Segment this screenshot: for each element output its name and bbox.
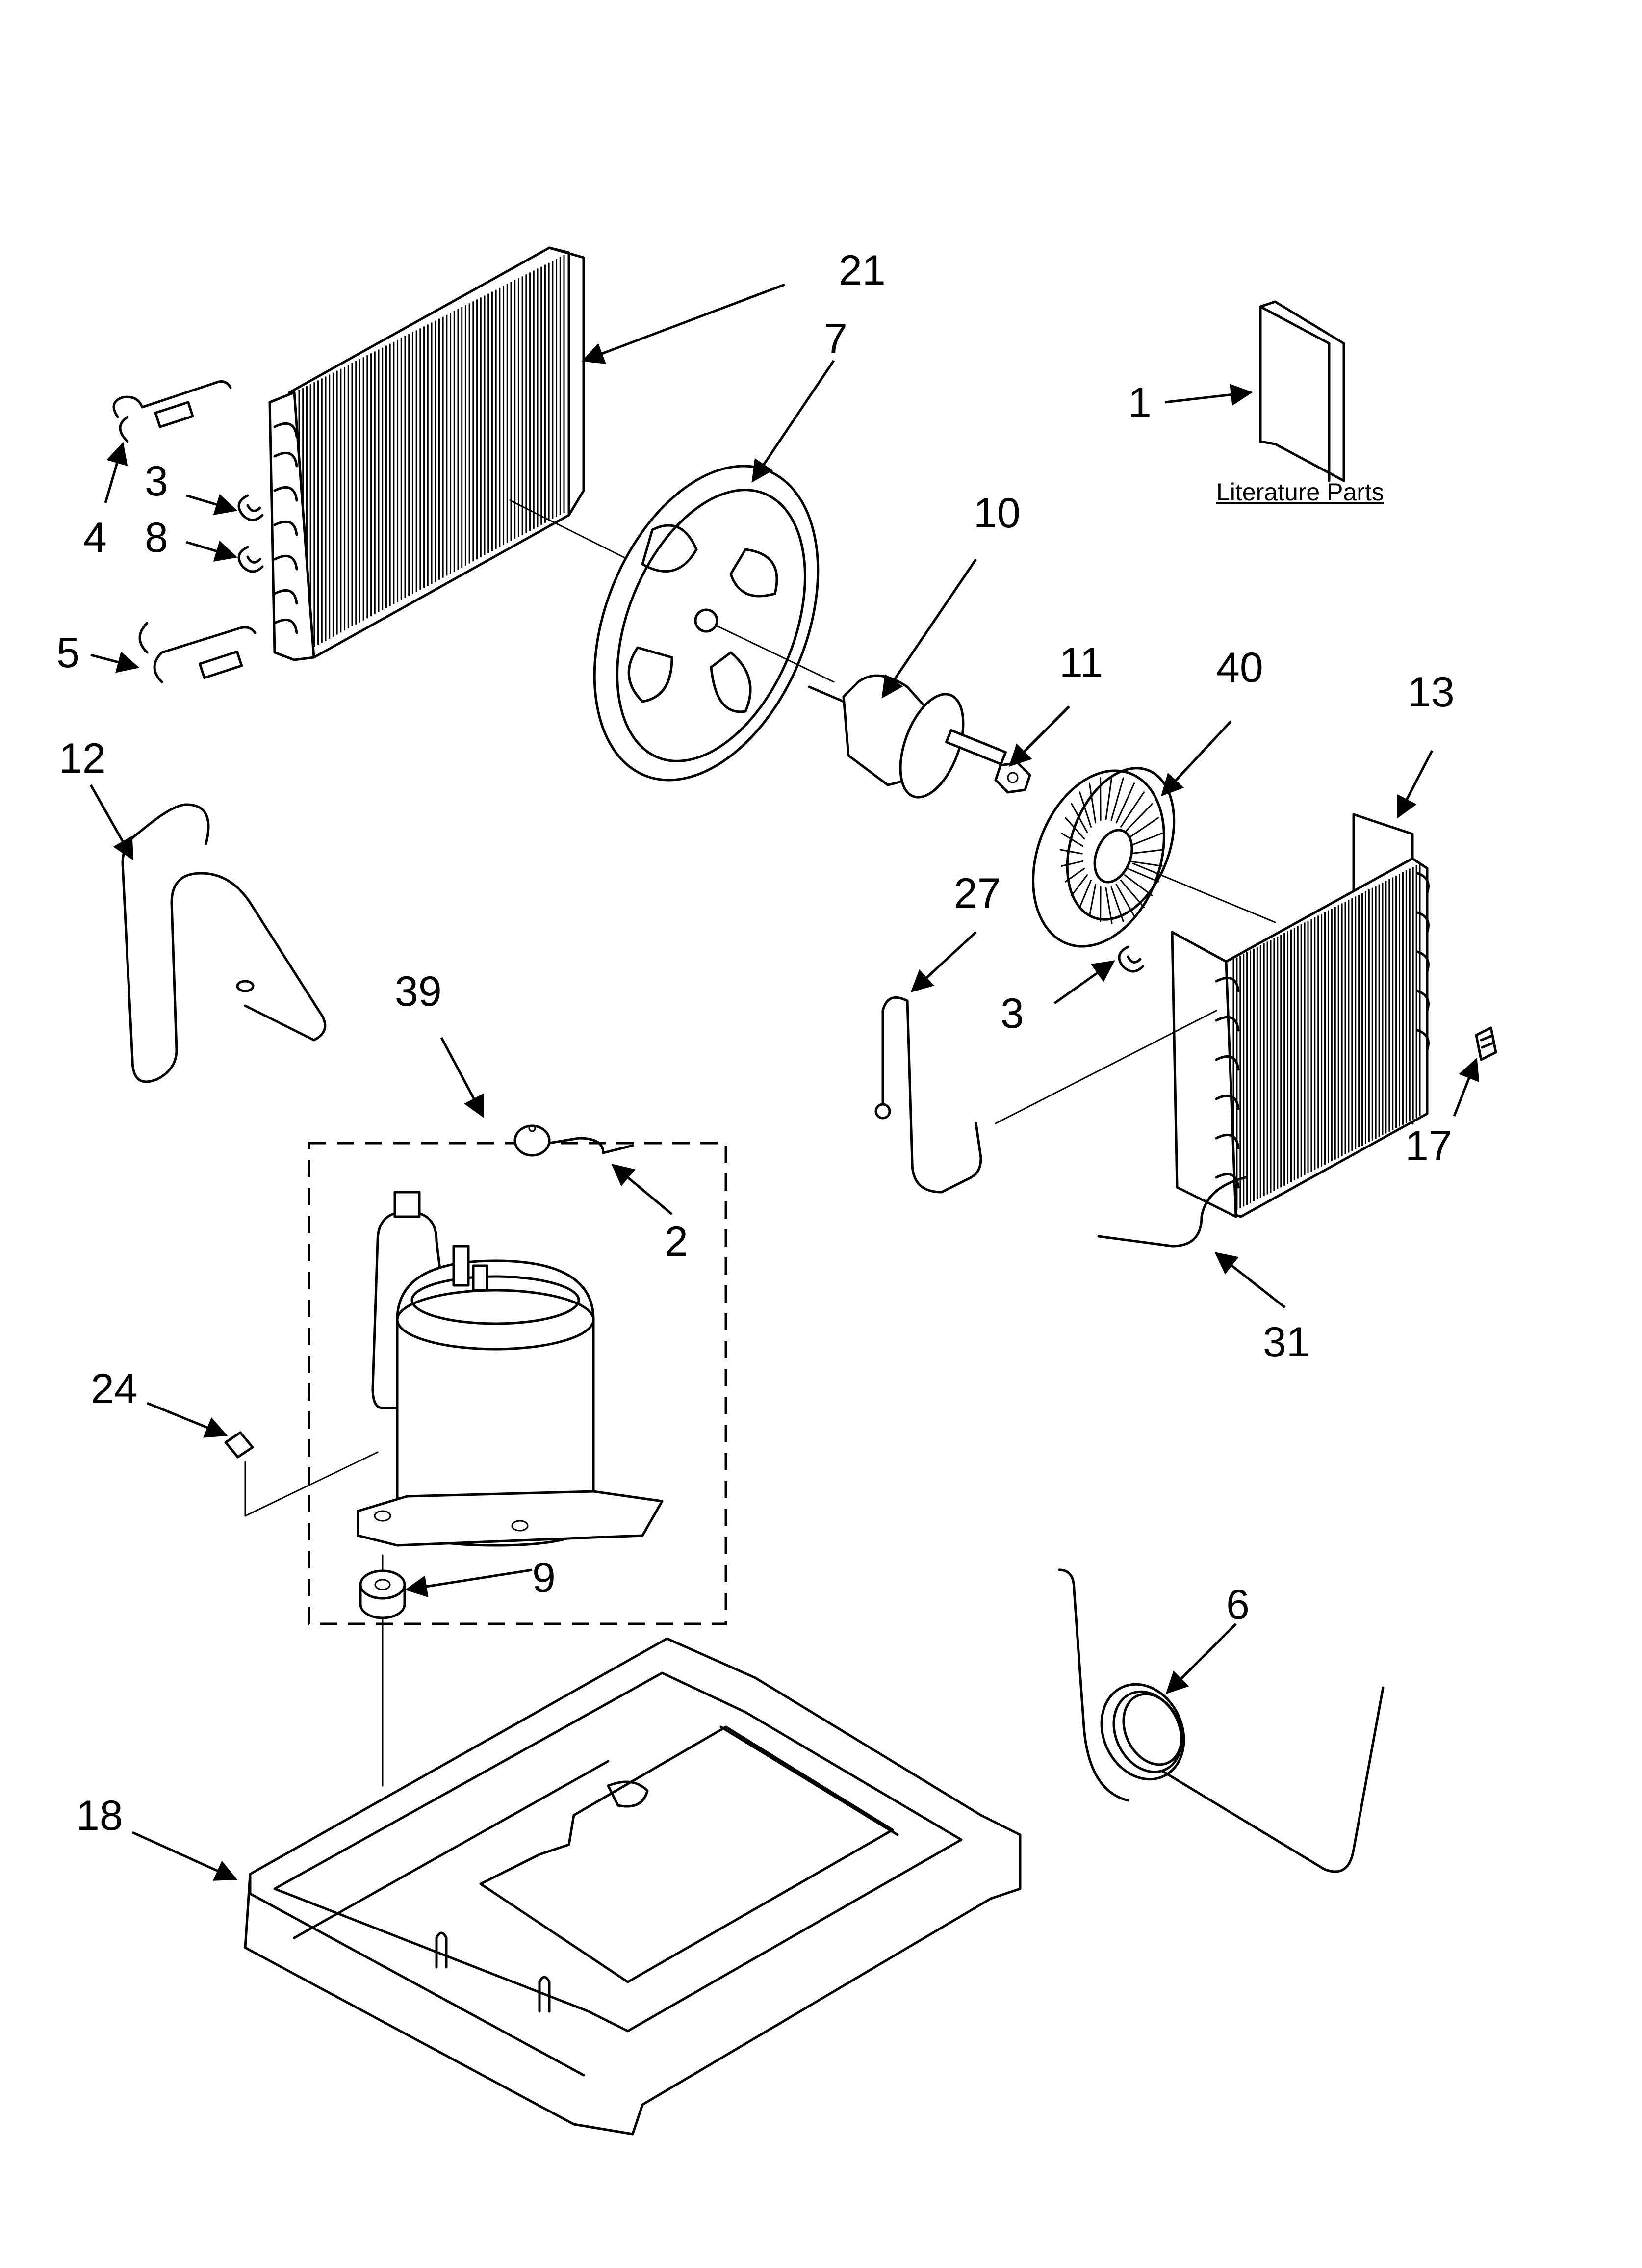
compressor — [357, 1191, 664, 1547]
evaporator-coil — [1171, 813, 1430, 1218]
clip-part-3-right — [1118, 945, 1144, 973]
callout-1: 1 — [1128, 379, 1152, 426]
clip-part-3 — [237, 494, 264, 521]
callout-11: 11 — [1059, 639, 1103, 686]
fan-motor — [808, 674, 1007, 799]
clip-part-17 — [1475, 1026, 1497, 1061]
callout-7: 7 — [824, 315, 847, 363]
callout-31: 31 — [1263, 1319, 1310, 1366]
condenser-coil — [268, 246, 585, 661]
clip-part-8 — [237, 546, 264, 573]
callout-27: 27 — [954, 870, 1001, 917]
callout-3: 3 — [145, 458, 168, 505]
callout-18: 18 — [76, 1792, 123, 1839]
callout-6: 6 — [1226, 1581, 1250, 1628]
nut-part-11 — [994, 761, 1031, 794]
grommet-part-9 — [359, 1554, 406, 1619]
base-pan — [244, 1637, 1022, 2136]
callout-4: 4 — [83, 514, 107, 561]
blower-wheel — [1032, 767, 1176, 948]
literature-parts-label: Literature Parts — [1216, 478, 1384, 506]
callout-13: 13 — [1408, 669, 1455, 716]
callout-21: 21 — [839, 247, 886, 294]
callout-12: 12 — [59, 735, 106, 782]
callout-labels: 21 7 1 4 3 8 5 10 11 40 13 12 27 3 17 39… — [56, 247, 1455, 1839]
wire-part-31 — [1097, 1176, 1247, 1248]
callout-2: 2 — [665, 1218, 688, 1265]
literature-parts: Literature Parts — [1216, 300, 1384, 506]
tube-part-4 — [112, 380, 232, 443]
capillary-tube-27 — [874, 996, 982, 1194]
callout-24: 24 — [91, 1365, 138, 1412]
callout-17: 17 — [1405, 1122, 1452, 1170]
callout-5: 5 — [56, 629, 80, 677]
fan-shroud — [593, 465, 820, 782]
callout-40: 40 — [1216, 644, 1263, 691]
callout-10: 10 — [974, 490, 1021, 537]
coil-return-bends — [273, 422, 298, 634]
capacitor-strap — [1058, 1568, 1385, 1873]
callout-8: 8 — [145, 514, 168, 561]
callout-39: 39 — [395, 968, 442, 1015]
callout-9: 9 — [532, 1554, 556, 1601]
tube-part-5 — [138, 622, 257, 683]
callout-3-right: 3 — [1001, 990, 1024, 1037]
overload-part-2 — [513, 1124, 634, 1157]
tube-part-12 — [121, 803, 327, 1083]
clip-part-24 — [224, 1431, 379, 1517]
leader-arrows — [89, 283, 1480, 1881]
